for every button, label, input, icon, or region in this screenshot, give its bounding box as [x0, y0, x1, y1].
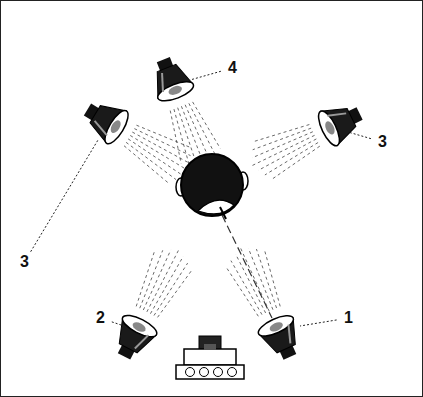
camera-knob	[200, 368, 209, 377]
callout-number: 4	[228, 60, 237, 76]
lamp-highlight	[92, 121, 111, 135]
lamp	[146, 53, 196, 105]
subject-head	[176, 154, 248, 219]
beam-ray	[154, 263, 188, 315]
beam-ray	[126, 142, 176, 179]
beam-ray	[253, 125, 309, 142]
beam-ray	[252, 132, 313, 158]
beam-ray	[150, 256, 183, 313]
beam-ray	[124, 146, 169, 184]
lamp-bulb	[323, 120, 336, 136]
lamp-highlight	[156, 73, 168, 92]
beam-ray	[226, 267, 258, 316]
camera-axis	[222, 215, 272, 318]
callout-number: 3	[20, 254, 29, 270]
leader-line	[112, 322, 124, 326]
beam-ray	[189, 103, 215, 154]
beam-ray	[130, 135, 190, 171]
camera-base	[176, 365, 244, 379]
nose	[220, 207, 226, 219]
lamp-highlight	[135, 332, 149, 351]
lamp-rim	[119, 311, 159, 341]
hair	[181, 154, 243, 216]
leader-line	[190, 71, 221, 80]
lamp-bulb	[131, 320, 147, 334]
beam-ray	[252, 135, 315, 166]
lamp-rim	[101, 107, 133, 147]
camera-knob	[186, 368, 195, 377]
lamp	[78, 93, 133, 147]
callout-number: 3	[378, 134, 387, 150]
camera-lens	[199, 336, 221, 350]
beam-ray	[236, 254, 266, 313]
lamp-bulb	[109, 119, 123, 135]
lamp	[256, 312, 308, 365]
beam-ray	[143, 250, 170, 310]
beam-ray	[174, 109, 189, 165]
beam-ray	[132, 132, 190, 164]
camera-knob	[214, 368, 223, 377]
lamp	[107, 311, 160, 365]
lamp-highlight	[327, 108, 346, 121]
light-beam	[226, 248, 280, 317]
beam-ray	[248, 248, 273, 309]
leader-line	[348, 132, 371, 139]
viewfinder	[204, 344, 216, 350]
leader-line	[31, 140, 98, 252]
light-beam	[252, 125, 320, 180]
lamp-highlight	[283, 325, 296, 344]
light-beam	[124, 125, 191, 183]
lamp	[314, 96, 367, 148]
camera-knob	[228, 368, 237, 377]
lamp-bulb	[167, 84, 183, 97]
beam-ray	[134, 129, 190, 156]
beam-ray	[193, 102, 221, 149]
lamp-rim	[155, 78, 195, 105]
beam-ray	[258, 139, 316, 170]
callout-number: 1	[344, 310, 353, 326]
beam-ray	[136, 125, 190, 147]
beam-ray	[185, 105, 210, 161]
face	[198, 200, 234, 214]
beam-ray	[272, 146, 320, 179]
beam-ray	[264, 250, 280, 307]
beam-ray	[147, 250, 179, 312]
camera-body	[184, 349, 236, 365]
beam-ray	[231, 261, 262, 315]
beam-ray	[158, 270, 192, 317]
lamp-bulb	[268, 320, 284, 333]
beam-ray	[140, 250, 163, 308]
camera	[176, 336, 244, 379]
leader-line	[300, 320, 337, 326]
light-beam	[136, 250, 192, 318]
beam-ray	[265, 143, 318, 175]
beam-ray	[128, 139, 183, 176]
callout-number: 2	[96, 310, 105, 326]
beam-ray	[240, 248, 269, 312]
